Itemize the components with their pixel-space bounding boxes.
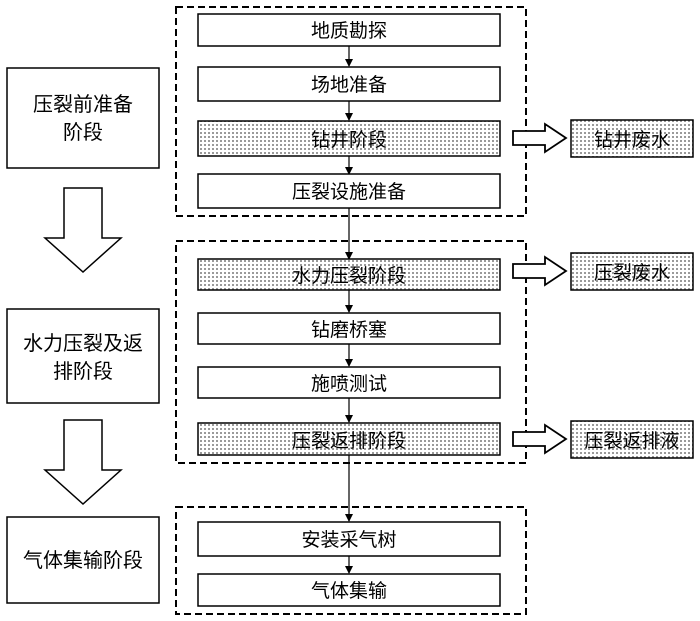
step-flowback: 压裂返排阶段 — [197, 422, 501, 456]
step-site-preparation: 场地准备 — [197, 66, 501, 102]
step-label: 钻井阶段 — [311, 129, 387, 151]
step-install-christmas-tree: 安装采气树 — [197, 521, 501, 557]
stage-box-prep: 压裂前准备 阶段 — [6, 67, 160, 169]
output-flowback-fluid: 压裂返排液 — [570, 420, 694, 459]
step-label: 水力压裂阶段 — [292, 265, 406, 287]
stage-label-line: 压裂前准备 — [33, 92, 133, 116]
output-fracturing-wastewater: 压裂废水 — [570, 252, 694, 291]
step-geological-exploration: 地质勘探 — [197, 13, 501, 47]
stage-label-line: 水力压裂及返 — [23, 331, 143, 355]
step-label: 地质勘探 — [311, 20, 387, 42]
stage-box-fracturing: 水力压裂及返 排阶段 — [6, 308, 160, 404]
stage-label-line: 阶段 — [63, 120, 103, 144]
step-label: 压裂返排阶段 — [292, 430, 406, 452]
step-fracturing-facility-prep: 压裂设施准备 — [197, 173, 501, 209]
output-label: 压裂废水 — [594, 262, 670, 284]
group-box-gathering — [175, 506, 527, 615]
step-bridge-plug-drilling: 钻磨桥塞 — [197, 312, 501, 345]
step-label: 施喷测试 — [311, 373, 387, 395]
stage-label-line: 排阶段 — [53, 359, 113, 383]
step-flow-testing: 施喷测试 — [197, 366, 501, 399]
step-label: 钻磨桥塞 — [311, 319, 387, 341]
stage-transition-arrow — [43, 187, 123, 274]
step-hydraulic-fracturing: 水力压裂阶段 — [197, 258, 501, 291]
stage-box-gathering: 气体集输阶段 — [6, 516, 160, 604]
output-arrow — [512, 423, 568, 455]
group-box-prep — [175, 6, 527, 217]
stage-transition-arrow — [43, 419, 123, 506]
step-label: 安装采气树 — [301, 529, 396, 551]
output-arrow — [512, 255, 568, 287]
output-arrow — [512, 122, 568, 154]
output-drilling-wastewater: 钻井废水 — [570, 119, 694, 158]
step-label: 压裂设施准备 — [292, 181, 406, 203]
step-drilling: 钻井阶段 — [197, 120, 501, 157]
stage-label-line: 气体集输阶段 — [23, 548, 143, 572]
output-label: 钻井废水 — [594, 129, 670, 151]
output-label: 压裂返排液 — [584, 430, 679, 452]
step-label: 场地准备 — [311, 74, 387, 96]
step-label: 气体集输 — [311, 580, 387, 602]
step-gas-gathering: 气体集输 — [197, 573, 501, 607]
